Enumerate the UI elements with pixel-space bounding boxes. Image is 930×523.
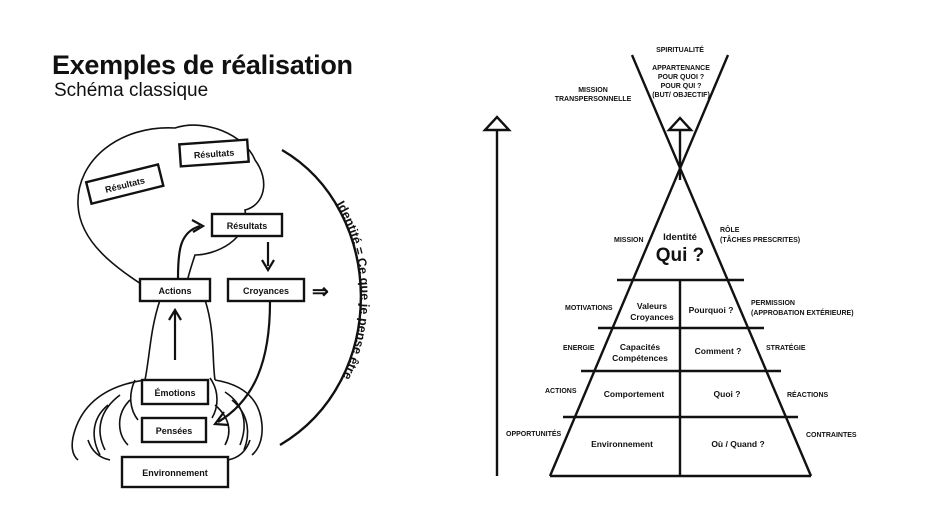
appartenance-line-1: APPARTENANCE bbox=[652, 65, 710, 72]
level-capacites: Capacités Compétences Comment ? ENERGIE … bbox=[563, 342, 806, 363]
outer-actions: ACTIONS bbox=[545, 388, 577, 395]
cell-capacites: Capacités bbox=[620, 342, 660, 352]
outer-contraintes: CONTRAINTES bbox=[806, 432, 857, 439]
label-spiritualite: SPIRITUALITÉ bbox=[656, 45, 704, 54]
left-arrows bbox=[168, 148, 362, 447]
outer-strategie: STRATÉGIE bbox=[766, 343, 806, 352]
cell-comment: Comment ? bbox=[695, 346, 742, 356]
implies-arrow: ⇒ bbox=[312, 281, 329, 303]
level-environnement: Environnement Où / Quand ? OPPORTUNITÉS … bbox=[506, 429, 857, 449]
outer-reactions: RÉACTIONS bbox=[787, 390, 829, 399]
outer-opportunites: OPPORTUNITÉS bbox=[506, 429, 562, 438]
apex-right-role: RÔLE bbox=[720, 225, 740, 234]
apex-right-taches: (TÂCHES PRESCRITES) bbox=[720, 235, 800, 244]
page-subtitle: Schéma classique bbox=[54, 80, 209, 101]
identity-arc-label: Identité = Ce que je pense être bbox=[333, 199, 371, 383]
box-pensees: Pensées bbox=[156, 426, 193, 436]
apex-left-mission: MISSION bbox=[614, 237, 644, 244]
apex-identite: Identité bbox=[663, 232, 697, 243]
box-actions: Actions bbox=[158, 286, 191, 296]
appartenance-line-4: (BUT/ OBJECTIF) bbox=[652, 92, 710, 99]
cell-competences: Compétences bbox=[612, 353, 668, 363]
box-environnement: Environnement bbox=[142, 468, 208, 478]
box-resultats-2: Résultats bbox=[194, 148, 235, 161]
inner-up-arrow-head bbox=[666, 116, 694, 132]
cell-ou-quand: Où / Quand ? bbox=[711, 439, 764, 449]
cell-environnement: Environnement bbox=[591, 439, 653, 449]
label-appartenance: APPARTENANCE POUR QUOI ? POUR QUI ? (BUT… bbox=[652, 65, 710, 99]
appartenance-line-3: POUR QUI ? bbox=[661, 83, 702, 90]
outer-motivations: MOTIVATIONS bbox=[565, 305, 613, 312]
mission-trans-line-1: MISSION bbox=[578, 87, 608, 94]
cell-croyances: Croyances bbox=[630, 312, 674, 322]
cell-valeurs: Valeurs bbox=[637, 301, 668, 311]
cell-quoi: Quoi ? bbox=[714, 389, 741, 399]
box-emotions: Émotions bbox=[154, 388, 195, 398]
left-boxes: Résultats Résultats Résultats Actions Cr… bbox=[84, 138, 306, 489]
box-resultats-3: Résultats bbox=[227, 221, 268, 231]
level-comportement: Comportement Quoi ? ACTIONS RÉACTIONS bbox=[545, 388, 829, 399]
cell-pourquoi: Pourquoi ? bbox=[689, 305, 734, 315]
outer-permission: PERMISSION bbox=[751, 300, 795, 307]
appartenance-line-2: POUR QUOI ? bbox=[658, 74, 704, 81]
apex-qui: Qui ? bbox=[656, 245, 705, 266]
level-valeurs: Valeurs Croyances Pourquoi ? MOTIVATIONS… bbox=[565, 300, 854, 322]
outer-approbation: (APPROBATION EXTÉRIEURE) bbox=[751, 308, 854, 317]
outer-energie: ENERGIE bbox=[563, 345, 595, 352]
mission-trans-line-2: TRANSPERSONNELLE bbox=[555, 96, 632, 103]
page-title: Exemples de réalisation bbox=[52, 50, 353, 80]
identity-arc-text: Identité = Ce que je pense être bbox=[333, 199, 371, 383]
cell-comportement: Comportement bbox=[604, 389, 665, 399]
pyramid-lines bbox=[548, 54, 813, 478]
box-croyances: Croyances bbox=[243, 286, 289, 296]
label-mission-transpersonnelle: MISSION TRANSPERSONNELLE bbox=[555, 87, 632, 103]
vertical-arrow bbox=[482, 115, 512, 476]
